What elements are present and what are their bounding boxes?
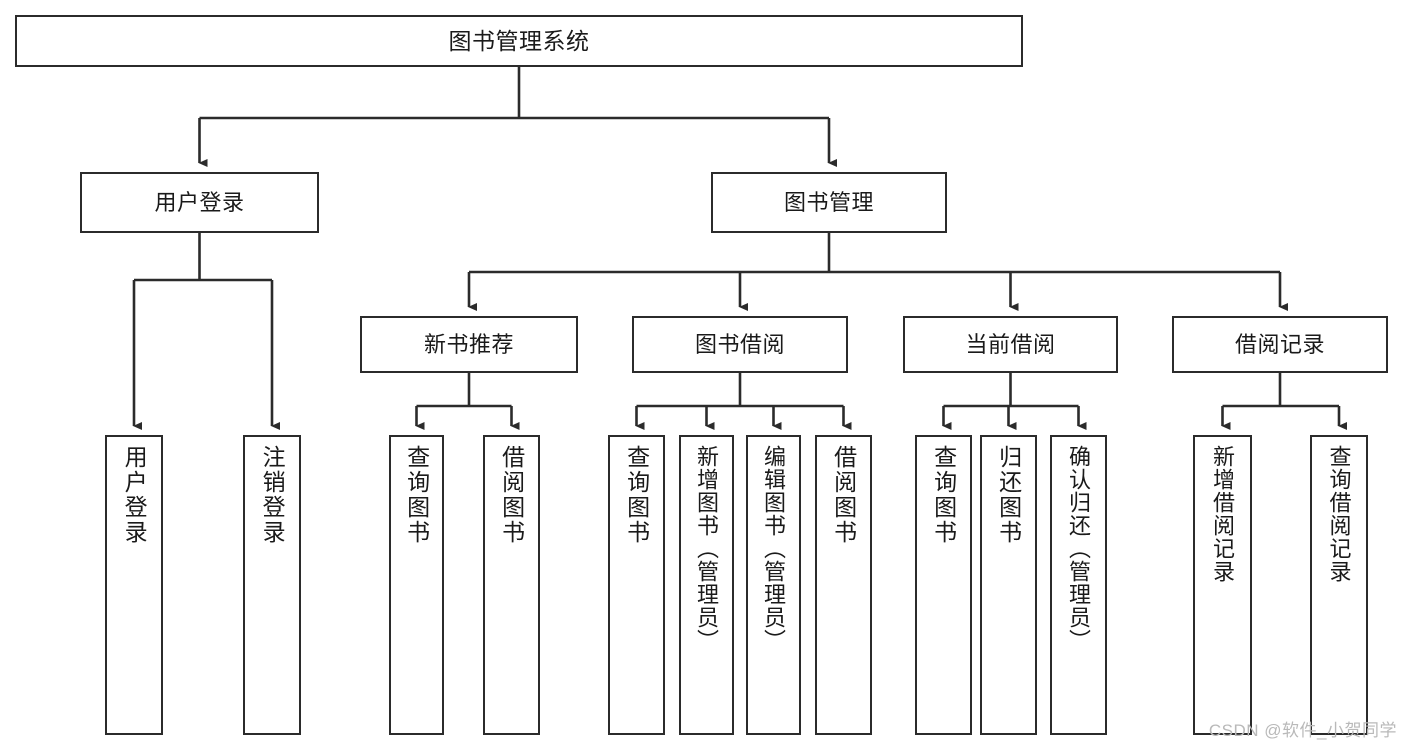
leaf-borrow-add-book-admin[interactable]: 新增图书（管理员） bbox=[679, 435, 734, 735]
leaf-record-add-record-label: 新增借阅记录 bbox=[1210, 445, 1236, 583]
leaf-record-query-record-label: 查询借阅记录 bbox=[1326, 445, 1352, 583]
leaf-borrow-query-book[interactable]: 查询图书 bbox=[608, 435, 665, 735]
node-new-book-recommend[interactable]: 新书推荐 bbox=[360, 316, 578, 373]
watermark-text: CSDN @软件_小贺同学 bbox=[1208, 721, 1397, 740]
leaf-current-query-book-label: 查询图书 bbox=[930, 445, 957, 545]
leaf-record-query-record[interactable]: 查询借阅记录 bbox=[1310, 435, 1368, 735]
node-root-label: 图书管理系统 bbox=[448, 27, 590, 54]
node-book-management[interactable]: 图书管理 bbox=[711, 172, 947, 233]
leaf-user-logout[interactable]: 注销登录 bbox=[243, 435, 301, 735]
leaf-borrow-borrow-book[interactable]: 借阅图书 bbox=[815, 435, 872, 735]
leaf-current-query-book[interactable]: 查询图书 bbox=[915, 435, 972, 735]
leaf-newbook-borrow-book-label: 借阅图书 bbox=[498, 445, 525, 545]
node-book-borrow-label: 图书借阅 bbox=[694, 331, 785, 357]
leaf-current-confirm-return-admin[interactable]: 确认归还（管理员） bbox=[1050, 435, 1107, 735]
leaf-user-logout-label: 注销登录 bbox=[259, 445, 286, 545]
leaf-user-login-label: 用户登录 bbox=[121, 445, 148, 545]
leaf-current-confirm-return-admin-label: 确认归还（管理员） bbox=[1066, 445, 1092, 652]
node-user-login[interactable]: 用户登录 bbox=[80, 172, 319, 233]
node-current-borrow-label: 当前借阅 bbox=[965, 331, 1056, 357]
leaf-newbook-query-book-label: 查询图书 bbox=[403, 445, 430, 545]
leaf-newbook-query-book[interactable]: 查询图书 bbox=[389, 435, 444, 735]
leaf-current-return-book-label: 归还图书 bbox=[995, 445, 1022, 545]
leaf-newbook-borrow-book[interactable]: 借阅图书 bbox=[483, 435, 540, 735]
leaf-borrow-edit-book-admin-label: 编辑图书（管理员） bbox=[761, 445, 787, 652]
node-borrow-record[interactable]: 借阅记录 bbox=[1172, 316, 1388, 373]
node-root[interactable]: 图书管理系统 bbox=[15, 15, 1023, 67]
leaf-borrow-borrow-book-label: 借阅图书 bbox=[830, 445, 857, 545]
leaf-borrow-edit-book-admin[interactable]: 编辑图书（管理员） bbox=[746, 435, 801, 735]
leaf-record-add-record[interactable]: 新增借阅记录 bbox=[1193, 435, 1252, 735]
node-borrow-record-label: 借阅记录 bbox=[1234, 331, 1325, 357]
node-book-management-label: 图书管理 bbox=[783, 189, 874, 215]
node-user-login-label: 用户登录 bbox=[154, 189, 245, 215]
leaf-user-login[interactable]: 用户登录 bbox=[105, 435, 163, 735]
leaf-current-return-book[interactable]: 归还图书 bbox=[980, 435, 1037, 735]
node-book-borrow[interactable]: 图书借阅 bbox=[632, 316, 848, 373]
leaf-borrow-add-book-admin-label: 新增图书（管理员） bbox=[694, 445, 720, 652]
node-current-borrow[interactable]: 当前借阅 bbox=[903, 316, 1118, 373]
leaf-borrow-query-book-label: 查询图书 bbox=[623, 445, 650, 545]
node-new-book-recommend-label: 新书推荐 bbox=[423, 331, 514, 357]
